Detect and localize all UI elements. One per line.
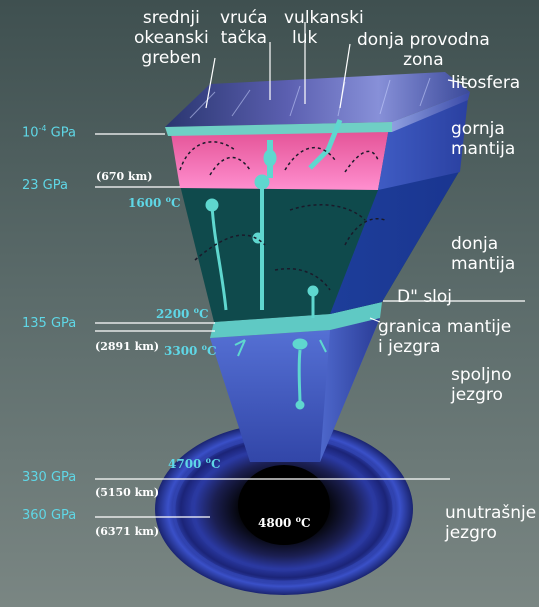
mid-ocean-ridge-label: srednji okeanski greben <box>134 8 209 68</box>
core-mantle-boundary-line-2: i jezgra <box>378 337 511 357</box>
pressure-upper-mantle: 23 GPa <box>22 178 68 193</box>
inner-core-label: unutrašnje jezgro <box>445 503 536 543</box>
hot-spot-line-1: vruća <box>220 8 268 28</box>
outer-core-line-2: jezgro <box>451 385 512 405</box>
temperature-4700-value: 4700 <box>168 457 201 471</box>
upper-mantle-line-2: mantija <box>451 139 515 159</box>
upper-mantle-line-1: gornja <box>451 119 515 139</box>
temperature-4800-value: 4800 <box>258 516 291 530</box>
temperature-4700: 4700 oC <box>168 455 221 471</box>
temperature-3300: 3300 oC <box>164 342 217 358</box>
depth-6371: (6371 km) <box>95 525 159 538</box>
hot-spot-line-2: tačka <box>220 28 268 48</box>
pressure-lithosphere-unit: GPa <box>47 125 76 140</box>
pressure-inner-core: 360 GPa <box>22 508 76 523</box>
lower-mantle-line-2: mantija <box>451 254 515 274</box>
depth-5150: (5150 km) <box>95 486 159 499</box>
core-mantle-boundary-line-1: granica mantije <box>378 317 511 337</box>
pressure-outer-core: 330 GPa <box>22 470 76 485</box>
mid-ocean-ridge-line-3: greben <box>134 48 209 68</box>
hot-spot-label: vruća tačka <box>220 8 268 48</box>
mid-ocean-ridge-line-1: srednji <box>134 8 209 28</box>
pressure-core-mantle: 135 GPa <box>22 316 76 331</box>
inner-core-line-1: unutrašnje <box>445 503 536 523</box>
temperature-1600: 1600 oC <box>128 194 181 210</box>
depth-2891: (2891 km) <box>95 340 159 353</box>
temperature-2200-unit: C <box>199 307 209 321</box>
d-layer-label: D" sloj <box>397 287 452 307</box>
subduction-zone-label: donja provodna zona <box>357 30 490 70</box>
temperature-4800-unit: C <box>301 516 311 530</box>
lower-mantle-line-1: donja <box>451 234 515 254</box>
pressure-lithosphere-base: 10 <box>22 125 39 140</box>
volcanic-arc-label: vulkanski luk <box>284 8 364 48</box>
temperature-4700-unit: C <box>211 457 221 471</box>
inner-core-center <box>238 465 330 545</box>
temperature-3300-unit: C <box>207 344 217 358</box>
upper-mantle-label: gornja mantija <box>451 119 515 159</box>
subduction-zone-line-1: donja provodna <box>357 30 490 50</box>
temperature-4800: 4800 oC <box>258 514 311 530</box>
pressure-lithosphere-exp: -4 <box>39 124 47 133</box>
temperature-3300-value: 3300 <box>164 344 197 358</box>
lithosphere-label: litosfera <box>451 73 520 93</box>
temperature-1600-unit: C <box>171 196 181 210</box>
outer-core-line-1: spoljno <box>451 365 512 385</box>
volcanic-arc-line-2: luk <box>284 28 364 48</box>
core-mantle-boundary-label: granica mantije i jezgra <box>378 317 511 357</box>
temperature-2200: 2200 oC <box>156 305 209 321</box>
lower-mantle-label: donja mantija <box>451 234 515 274</box>
inner-core-line-2: jezgro <box>445 523 536 543</box>
depth-670: (670 km) <box>96 170 152 183</box>
temperature-2200-value: 2200 <box>156 307 189 321</box>
mid-ocean-ridge-line-2: okeanski <box>134 28 209 48</box>
pressure-lithosphere: 10-4 GPa <box>22 124 76 140</box>
subduction-zone-line-2: zona <box>357 50 490 70</box>
volcanic-arc-line-1: vulkanski <box>284 8 364 28</box>
temperature-1600-value: 1600 <box>128 196 161 210</box>
outer-core-label: spoljno jezgro <box>451 365 512 405</box>
